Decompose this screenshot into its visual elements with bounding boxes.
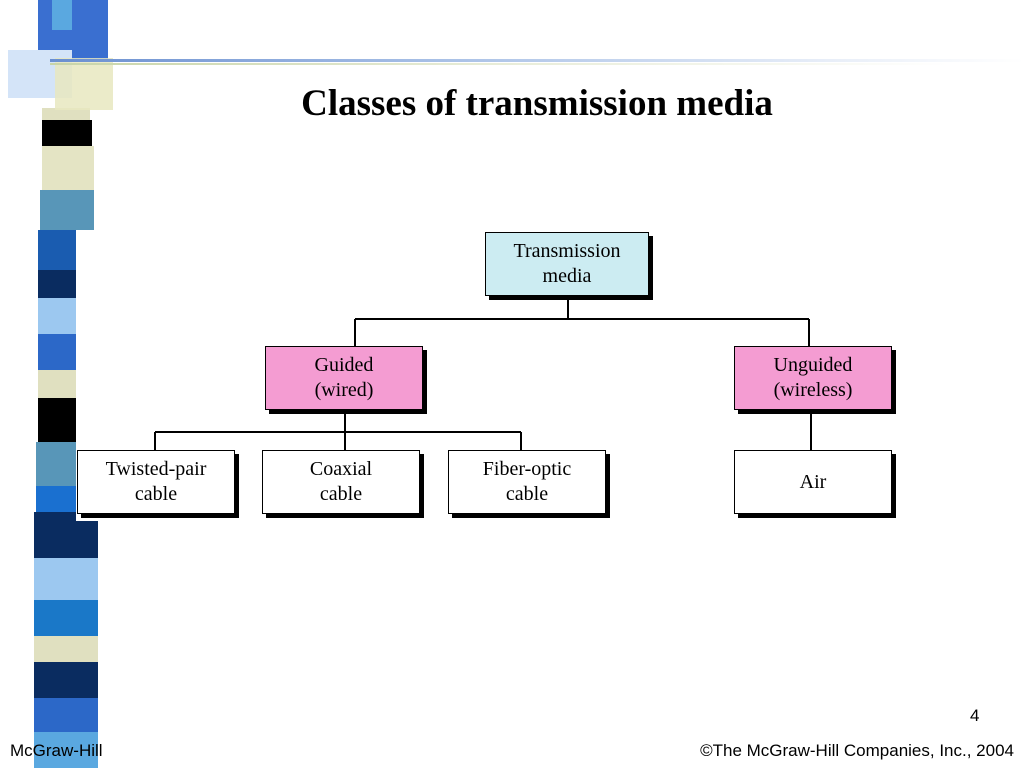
node-label: Transmission media	[513, 240, 621, 287]
footer-publisher: McGraw-Hill	[10, 741, 103, 760]
node-label: Fiber-optic cable	[482, 458, 572, 505]
node-unguided: Unguided (wireless)	[734, 346, 892, 410]
decorative-side-strip	[0, 0, 130, 768]
node-label: Unguided (wireless)	[773, 354, 853, 401]
decorative-rule	[50, 59, 1024, 62]
node-label: Coaxial cable	[309, 458, 373, 505]
decorative-square	[55, 58, 113, 110]
node-guided: Guided (wired)	[265, 346, 423, 410]
page-number: 4	[970, 706, 980, 725]
slide-title: Classes of transmission media	[301, 83, 773, 124]
node-label: Guided (wired)	[314, 354, 374, 401]
node-transmission-media: Transmission media	[485, 232, 649, 296]
node-fiber-optic: Fiber-optic cable	[448, 450, 606, 514]
node-label: Twisted-pair cable	[105, 458, 207, 505]
decorative-rule	[50, 63, 950, 65]
node-coaxial: Coaxial cable	[262, 450, 420, 514]
node-label: Air	[799, 470, 827, 493]
node-air: Air	[734, 450, 892, 514]
node-twisted-pair: Twisted-pair cable	[77, 450, 235, 514]
footer-copyright: ©The McGraw-Hill Companies, Inc., 2004	[700, 741, 1014, 760]
